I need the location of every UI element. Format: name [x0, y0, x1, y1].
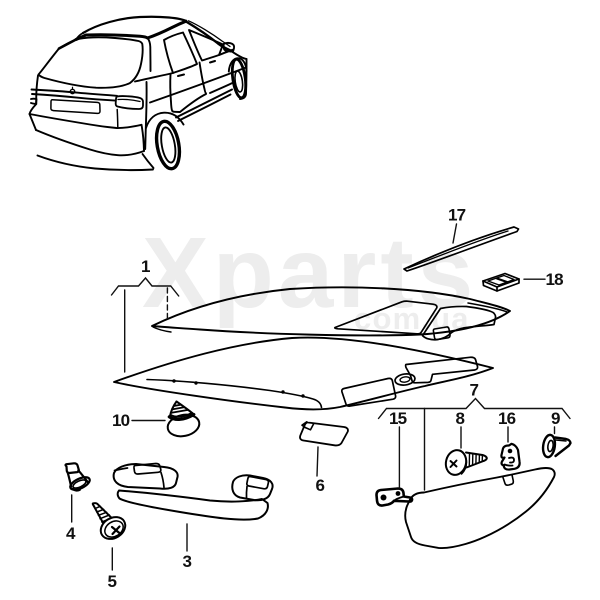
svg-text:4: 4	[66, 524, 76, 543]
svg-text:18: 18	[546, 270, 564, 289]
svg-text:5: 5	[108, 572, 117, 591]
svg-text:7: 7	[470, 381, 479, 400]
svg-text:Xparts: Xparts	[142, 217, 477, 329]
svg-text:15: 15	[389, 409, 407, 428]
svg-text:1: 1	[141, 257, 150, 276]
svg-text:6: 6	[316, 476, 325, 495]
svg-text:9: 9	[551, 409, 560, 428]
svg-text:8: 8	[456, 409, 465, 428]
svg-text:16: 16	[498, 409, 516, 428]
svg-text:10: 10	[112, 411, 130, 430]
svg-text:17: 17	[448, 206, 466, 225]
svg-text:3: 3	[183, 552, 192, 571]
